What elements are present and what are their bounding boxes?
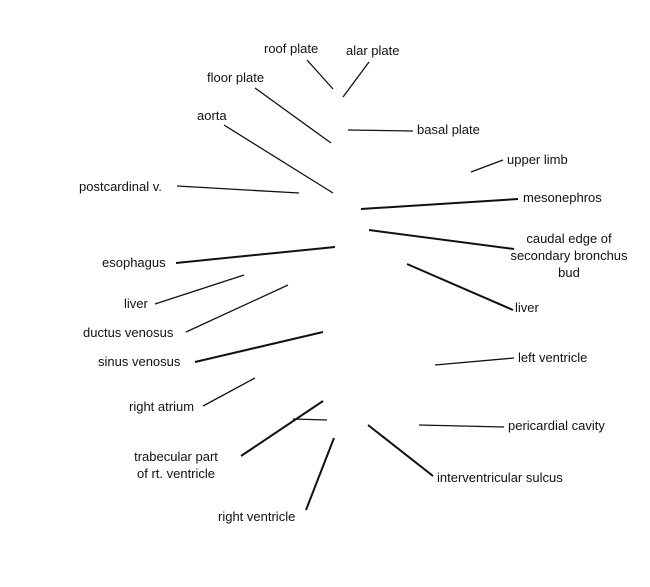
label-floor-plate: floor plate bbox=[207, 70, 265, 85]
leader-liver-left bbox=[154, 274, 245, 305]
label-mesonephros: mesonephros bbox=[523, 190, 602, 205]
leader-postcardinal-v bbox=[176, 185, 300, 194]
leader-trabecular-branch bbox=[292, 418, 328, 421]
label-liver-left: liver bbox=[124, 296, 148, 311]
label-caudal-edge-bronchus-bud: caudal edge of secondary bronchus bud bbox=[498, 231, 640, 281]
leader-liver-right bbox=[406, 263, 514, 311]
label-alar-plate: alar plate bbox=[346, 43, 400, 58]
label-interventricular-sulcus: interventricular sulcus bbox=[437, 470, 563, 485]
leader-trabecular-main bbox=[240, 400, 324, 457]
label-ductus-venosus: ductus venosus bbox=[83, 325, 174, 340]
leader-right-atrium bbox=[202, 377, 256, 407]
leader-ductus-venosus bbox=[185, 284, 289, 333]
label-liver-right: liver bbox=[515, 300, 539, 315]
leader-sinus-venosus bbox=[194, 331, 324, 363]
label-sinus-venosus: sinus venosus bbox=[98, 354, 181, 369]
label-caudal-edge-line1: caudal edge of bbox=[526, 231, 612, 246]
label-right-atrium: right atrium bbox=[129, 399, 195, 414]
label-esophagus: esophagus bbox=[102, 255, 166, 270]
leader-basal-plate bbox=[347, 129, 414, 132]
leader-floor-plate bbox=[254, 87, 332, 144]
label-postcardinal-v: postcardinal v. bbox=[79, 179, 162, 194]
label-trabecular-part-rt-ventricle: trabecular part of rt. ventricle bbox=[117, 449, 235, 482]
label-trabecular-line2: of rt. ventricle bbox=[136, 466, 216, 481]
label-aorta: aorta bbox=[197, 108, 227, 123]
label-caudal-edge-line3: bud bbox=[558, 265, 580, 280]
label-upper-limb: upper limb bbox=[507, 152, 568, 167]
leader-left-ventricle bbox=[434, 357, 515, 366]
label-roof-plate: roof plate bbox=[264, 41, 319, 56]
label-left-ventricle: left ventricle bbox=[518, 350, 588, 365]
leader-right-ventricle bbox=[305, 437, 335, 511]
leader-interventricular-sulcus bbox=[367, 424, 434, 477]
label-trabecular-line1: trabecular part bbox=[134, 449, 218, 464]
leader-caudal-edge bbox=[368, 229, 515, 250]
leader-alar-plate bbox=[342, 61, 370, 98]
label-pericardial-cavity: pericardial cavity bbox=[508, 418, 605, 433]
leader-aorta bbox=[223, 124, 334, 194]
leader-upper-limb bbox=[470, 159, 504, 173]
leader-mesonephros bbox=[360, 198, 519, 210]
leader-pericardial-cavity bbox=[418, 424, 505, 428]
leader-esophagus bbox=[175, 246, 336, 264]
leader-roof-plate bbox=[306, 59, 334, 90]
label-caudal-edge-line2: secondary bronchus bbox=[510, 248, 628, 263]
label-right-ventricle: right ventricle bbox=[218, 509, 296, 524]
label-basal-plate: basal plate bbox=[417, 122, 480, 137]
